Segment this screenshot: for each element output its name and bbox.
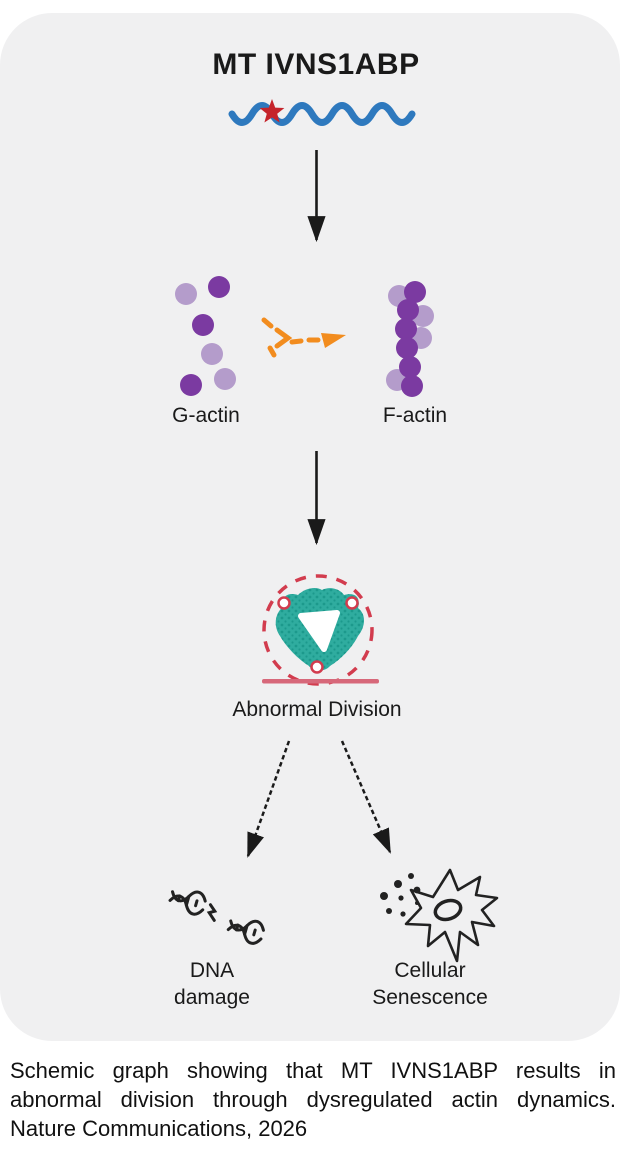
cellular-senescence-label: Cellular Senescence [330, 957, 530, 1011]
nucleus [433, 898, 463, 922]
senescence-granules [380, 873, 421, 917]
mutation-star-icon [259, 99, 285, 123]
broken-dna-helix-icon [168, 890, 265, 945]
abnormal-division-label: Abnormal Division [232, 698, 402, 721]
g-actin-dot [214, 368, 236, 390]
f-actin-dot [401, 375, 423, 397]
g-actin-dot [175, 283, 197, 305]
dashed-arrow-to-dna-damage [246, 740, 291, 858]
figure-title: MT IVNS1ABP [212, 48, 420, 81]
spiky-senescent-cell-icon [380, 868, 499, 963]
cellular-senescence-label-line1: Cellular [394, 959, 466, 982]
g-actin-label: G-actin [172, 404, 240, 427]
dna-damage-label: DNA damage [142, 957, 282, 1011]
substrate-line [262, 679, 379, 684]
teal-cell-with-spindle-icon [262, 574, 379, 686]
spindle-triangle [298, 610, 340, 652]
figure-caption: Schemic graph showing that MT IVNS1ABP r… [10, 1056, 616, 1143]
f-actin-dot [397, 299, 419, 321]
broken-orange-arrow-icon [261, 317, 346, 358]
caption-line-2: abnormal division through dysregulated a… [10, 1087, 616, 1112]
g-actin-monomers [175, 276, 236, 396]
f-actin-label: F-actin [382, 404, 448, 427]
caption-line-3: Nature Communications, 2026 [10, 1116, 308, 1141]
cellular-senescence-label-line2: Senescence [372, 986, 488, 1009]
f-actin-dot [399, 356, 421, 378]
g-actin-dot [180, 374, 202, 396]
caption-line-1: Schemic graph showing that MT IVNS1ABP r… [10, 1058, 616, 1083]
dashed-arrow-to-senescence [340, 740, 392, 854]
dashed-red-circle [262, 574, 374, 686]
mrna-wave-icon [228, 99, 416, 126]
f-actin-dot [396, 337, 418, 359]
dna-damage-label-line1: DNA [189, 959, 235, 982]
dna-damage-label-line2: damage [174, 986, 250, 1009]
g-actin-dot [192, 314, 214, 336]
senescent-cell-outline [404, 868, 499, 963]
f-actin-dot [404, 281, 426, 303]
g-actin-dot [208, 276, 230, 298]
f-actin-dot [395, 318, 417, 340]
f-actin-filament [386, 281, 434, 397]
g-actin-dot [201, 343, 223, 365]
spindle-poles [277, 596, 359, 674]
